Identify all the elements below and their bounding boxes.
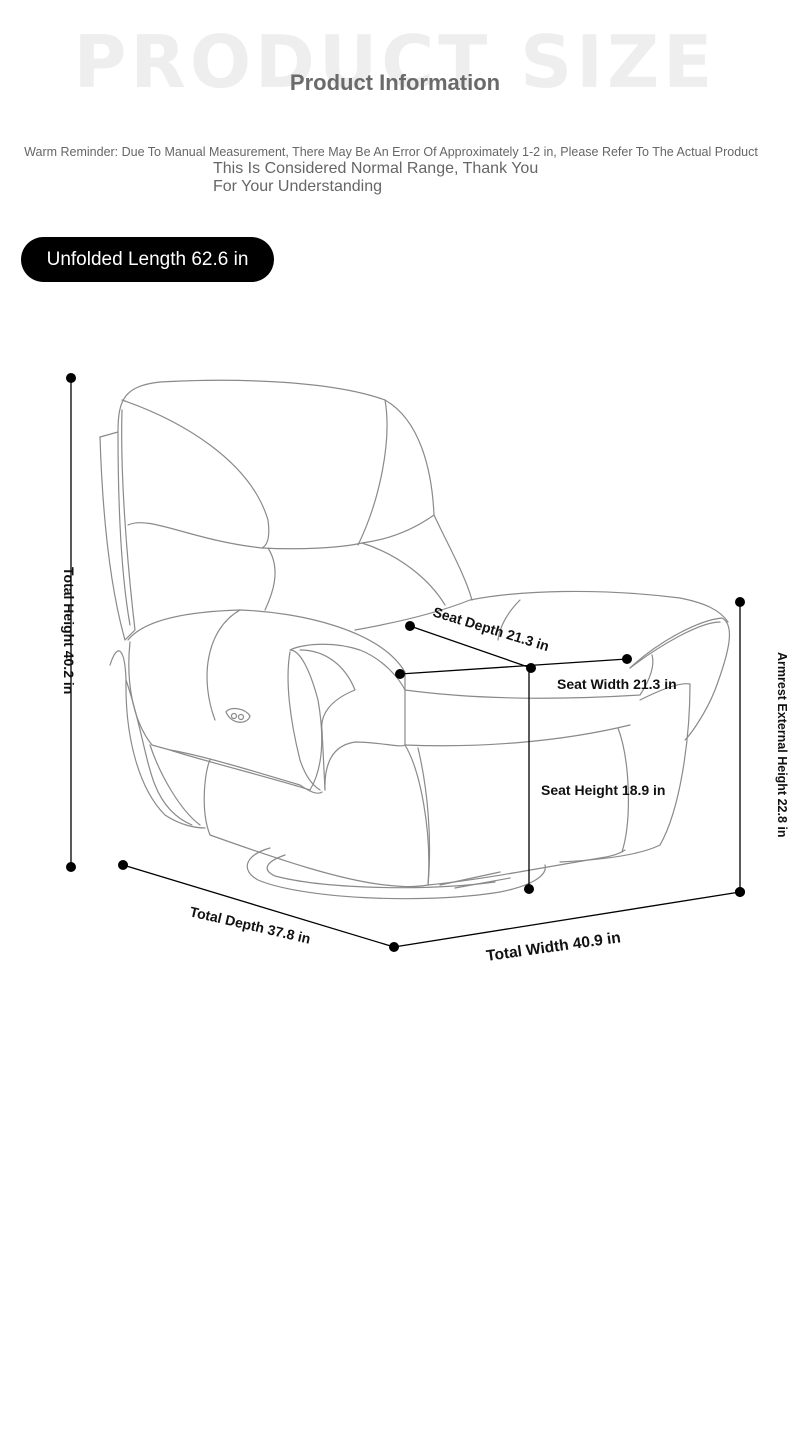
right-armrest-inner [629,621,721,669]
label-total-height: Total Height 40.2 in [61,567,77,694]
recliner-chair-illustration [99,379,731,900]
reminder-line-1: Warm Reminder: Due To Manual Measurement… [24,145,758,159]
dimension-seat-width: Seat Width 21.3 in [395,654,677,692]
dimension-armrest-height: Armrest External Height 22.8 in [735,597,789,897]
dimension-total-height: Total Height 40.2 in [61,373,77,872]
unfolded-length-badge: Unfolded Length 62.6 in [21,237,274,282]
swivel-base [246,847,546,900]
chair-back-left-side [99,409,136,641]
left-side-inner [125,679,193,826]
reminder-line-3: For Your Understanding [213,178,382,195]
left-armrest-outer [127,609,406,746]
right-body-seam [617,727,629,853]
left-armrest-front-panel [128,641,406,791]
label-seat-height: Seat Height 18.9 in [541,782,665,798]
left-armrest-bottom [169,749,323,794]
dimension-seat-height: Seat Height 18.9 in [524,668,665,894]
front-body-seam [417,747,431,886]
dimension-total-width: Total Width 40.9 in [393,887,745,965]
back-cushion-right-edge [361,514,435,544]
reminder-note: This Is Considered Normal Range, Thank Y… [213,160,613,196]
watermark-title: PRODUCT SIZE [73,20,717,104]
left-side-body [109,650,206,829]
back-cushion-lower-seam [264,547,276,611]
label-armrest-height: Armrest External Height 22.8 in [775,652,789,837]
label-total-width: Total Width 40.9 in [485,929,622,965]
back-cushion-right-seam [357,399,388,546]
front-body-right [427,849,626,886]
seat-cushion-seam [497,599,521,641]
dimension-total-depth: Total Depth 37.8 in [118,860,399,952]
right-armrest [629,617,731,741]
label-total-depth: Total Depth 37.8 in [188,903,312,946]
left-armrest-front-inner [287,651,321,791]
seat-front-lower [404,724,631,747]
front-body [203,741,430,888]
swivel-base-inner [266,854,496,889]
seat-front-edge [404,654,654,699]
left-armrest-panel-seam [206,609,241,721]
reminder-line-2: This Is Considered Normal Range, Thank Y… [213,160,539,177]
chair-back-left-inner [117,431,131,626]
label-seat-width: Seat Width 21.3 in [557,676,677,692]
back-cushion-top [121,399,270,549]
page-title: Product Information [289,70,501,95]
chair-back-outline [99,379,473,601]
label-seat-depth: Seat Depth 21.3 in [431,604,551,655]
remote-button-icon [225,707,251,723]
swivel-base-rail [439,871,511,889]
left-armrest-roll [299,649,356,791]
seat-cushion-top [354,590,729,631]
left-lower-seam [149,744,201,826]
back-cushion-middle [127,522,446,606]
right-armrest-front [559,683,691,863]
